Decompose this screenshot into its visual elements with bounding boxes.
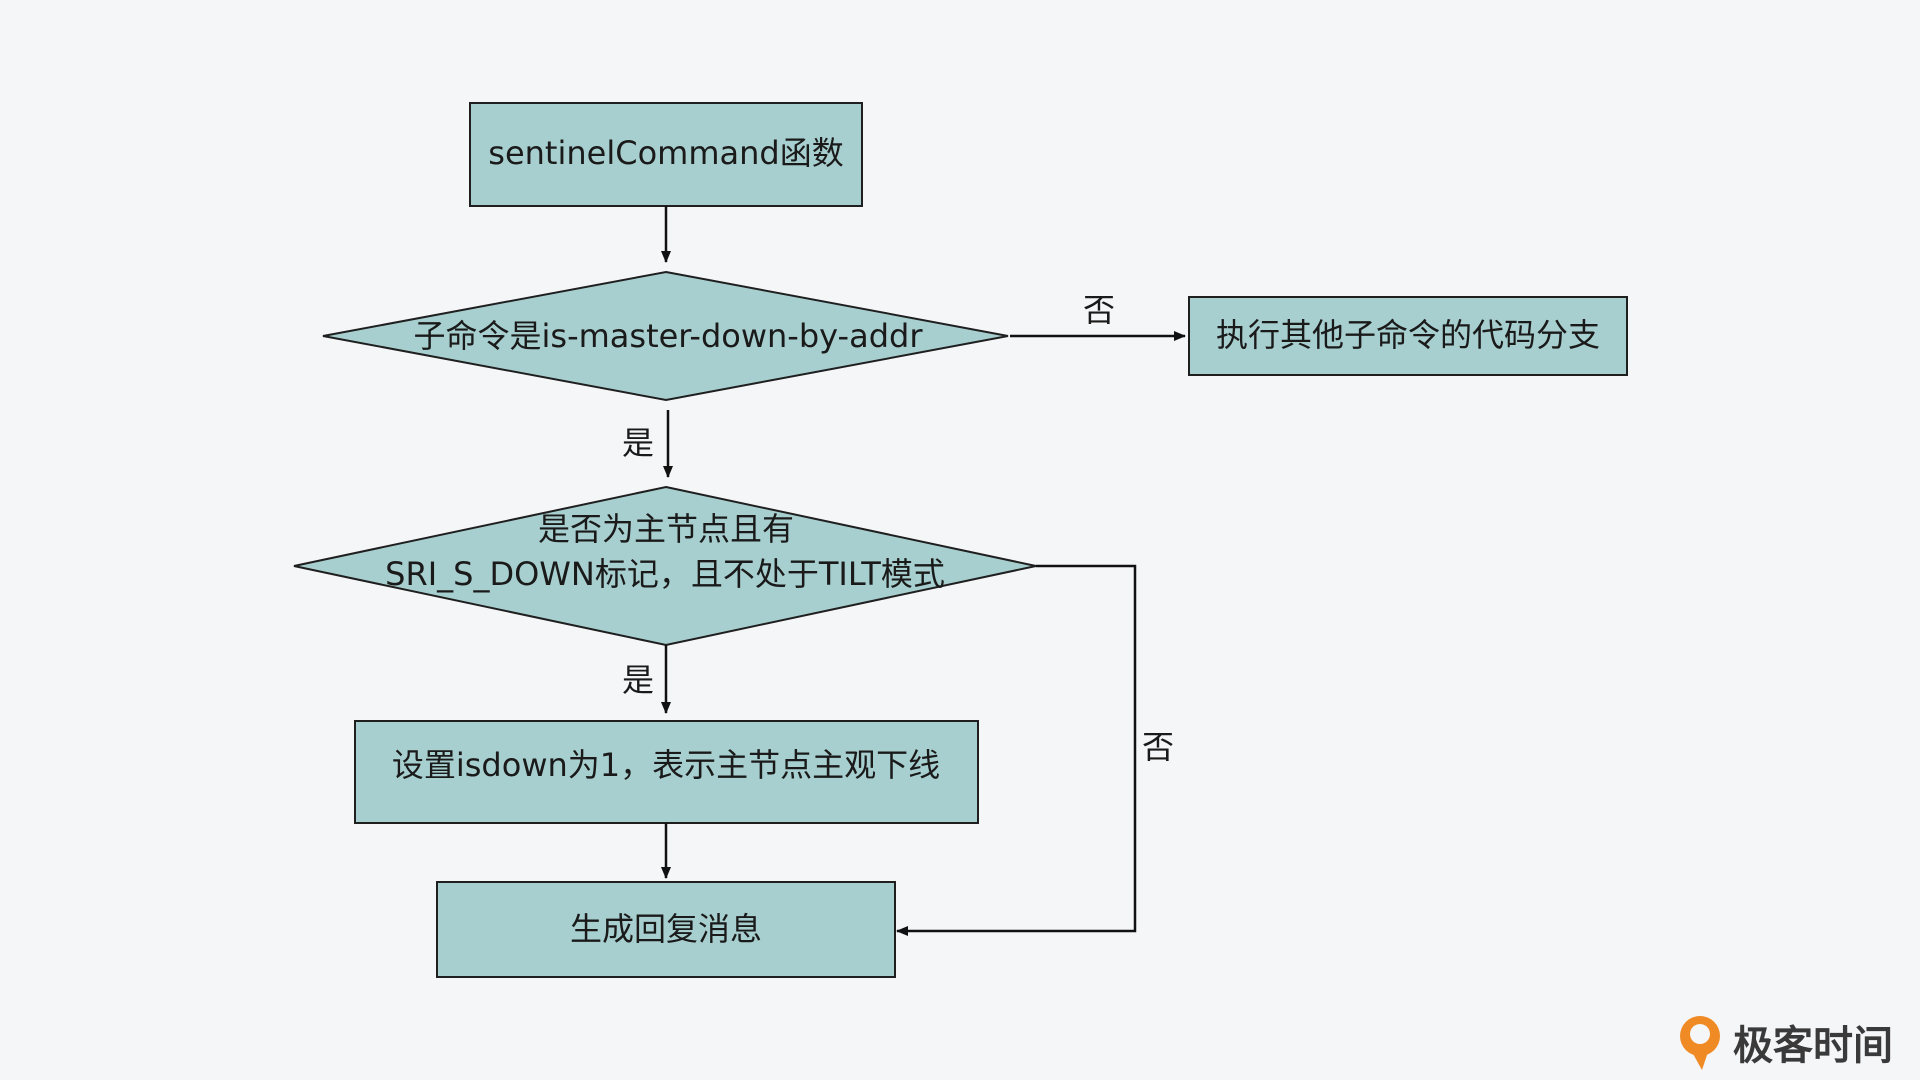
reply-label: 生成回复消息 bbox=[570, 910, 762, 948]
geektime-logo-icon bbox=[1680, 1016, 1720, 1070]
check-master-decision: 是否为主节点且有 SRI_S_DOWN标记，且不处于TILT模式 bbox=[293, 485, 1037, 647]
check-subcommand-decision: 子命令是is-master-down-by-addr bbox=[322, 270, 1009, 402]
edge-master-yes-label: 是 bbox=[622, 661, 654, 699]
other-branch-node: 执行其他子命令的代码分支 bbox=[1188, 296, 1628, 376]
start-node: sentinelCommand函数 bbox=[469, 102, 863, 207]
edge-master-no bbox=[896, 564, 1137, 936]
edge-subcommand-yes-label: 是 bbox=[622, 424, 654, 462]
check-master-label-line1: 是否为主节点且有 bbox=[538, 510, 794, 548]
other-branch-label: 执行其他子命令的代码分支 bbox=[1216, 316, 1600, 354]
check-master-label-line2: SRI_S_DOWN标记，且不处于TILT模式 bbox=[385, 555, 945, 593]
edge-subcommand-no-label: 否 bbox=[1083, 291, 1115, 329]
set-isdown-node: 设置isdown为1，表示主节点主观下线 bbox=[354, 720, 979, 824]
check-subcommand-label: 子命令是is-master-down-by-addr bbox=[414, 317, 924, 355]
edge-master-no-label: 否 bbox=[1142, 728, 1174, 766]
geektime-logo: 极客时间 bbox=[1680, 1016, 1893, 1070]
geektime-logo-text: 极客时间 bbox=[1733, 1023, 1893, 1069]
reply-node: 生成回复消息 bbox=[436, 881, 896, 978]
start-node-label: sentinelCommand函数 bbox=[488, 134, 843, 172]
set-isdown-label: 设置isdown为1，表示主节点主观下线 bbox=[392, 746, 940, 784]
